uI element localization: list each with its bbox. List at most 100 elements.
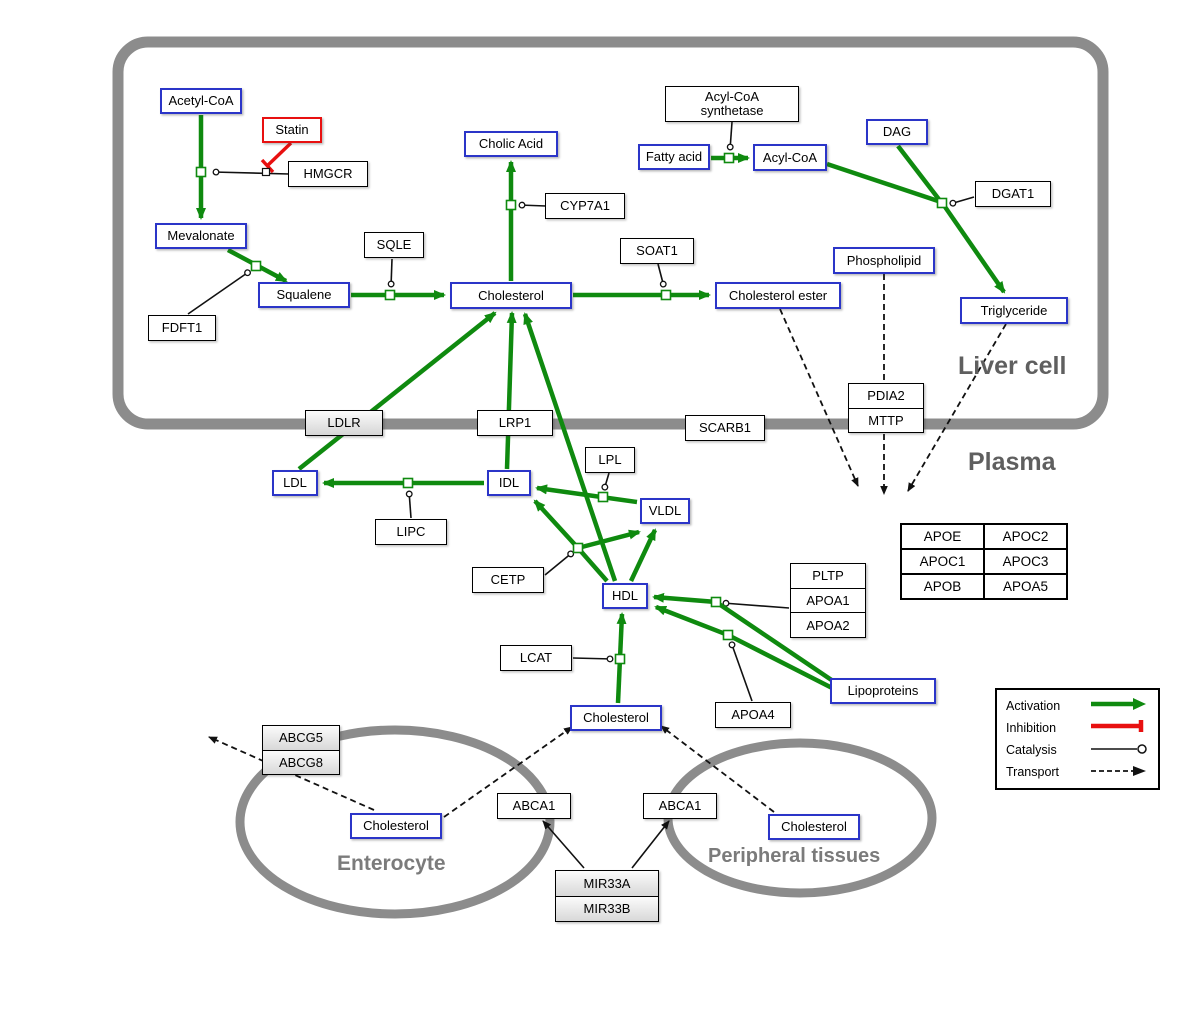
reaction-node [614,653,626,665]
activation-arrow-icon [1087,697,1149,714]
catalysis-lcat [572,655,614,663]
node-pltp-apoa1-apoa2[interactable]: PLTP APOA1 APOA2 [790,563,866,638]
node-lrp1[interactable]: LRP1 [477,410,553,436]
node-cholic-acid[interactable]: Cholic Acid [464,131,558,157]
legend: Activation Inhibition Catalysis Transpor… [995,688,1160,790]
reaction-node [710,596,722,608]
reaction-node [250,260,262,272]
catalysis-lpl [601,472,610,491]
legend-activation-row: Activation [1006,697,1149,714]
node-apoa1[interactable]: APOA1 [791,588,865,614]
node-mevalonate[interactable]: Mevalonate [155,223,247,249]
node-mir33b[interactable]: MIR33B [556,896,658,921]
reaction-node [195,166,207,178]
node-cholesterol-peripheral[interactable]: Cholesterol [768,814,860,840]
node-lipc[interactable]: LIPC [375,519,447,545]
legend-catalysis-row: Catalysis [1006,742,1149,759]
node-hdl[interactable]: HDL [602,583,648,609]
catalysis-hmgcr [212,168,290,176]
edge-acylcoa-to-dgat-junction [826,161,942,205]
node-cyp7a1[interactable]: CYP7A1 [545,193,625,219]
node-fatty-acid[interactable]: Fatty acid [638,144,710,170]
legend-transport-label: Transport [1006,765,1060,780]
node-fdft1[interactable]: FDFT1 [148,315,216,341]
reaction-node [572,542,584,554]
catalysis-circle-icon [1087,742,1149,759]
enterocyte-label: Enterocyte [337,852,446,875]
node-mir33[interactable]: MIR33A MIR33B [555,870,659,922]
catalysis-apoa4 [728,641,753,702]
edge-idl-to-cholesterol [504,311,517,470]
catalysis-acylcoa-synthetase [726,121,734,151]
node-abcg8[interactable]: ABCG8 [263,750,339,774]
node-idl[interactable]: IDL [487,470,531,496]
edge-ldl-to-cholesterol [297,311,497,471]
edge-dag-to-dgat-junction [896,144,943,204]
legend-transport-row: Transport [1006,764,1149,781]
node-ldl[interactable]: LDL [272,470,318,496]
node-cholesterol-plasma[interactable]: Cholesterol [570,705,662,731]
apo-cell-apoe[interactable]: APOE [901,524,984,549]
catalysis-fdft1 [187,269,251,315]
transport-peripheral-cholesterol-to-plasma [660,725,775,813]
node-vldl[interactable]: VLDL [640,498,690,524]
node-lipoproteins[interactable]: Lipoproteins [830,678,936,704]
apo-cell-apoc2[interactable]: APOC2 [984,524,1067,549]
apo-cell-apoc1[interactable]: APOC1 [901,549,984,574]
node-acyl-coa-synthetase[interactable]: Acyl-CoA synthetase [665,86,799,122]
node-cholesterol-liver[interactable]: Cholesterol [450,282,572,309]
transport-enterocyte-cholesterol-to-plasma [443,726,573,818]
edge-hdl-to-cholesterol [522,312,618,582]
node-pdia2-mttp[interactable]: PDIA2 MTTP [848,383,924,433]
node-phospholipid[interactable]: Phospholipid [833,247,935,274]
node-pdia2[interactable]: PDIA2 [849,384,923,409]
edge-hdl-to-vldl [628,528,658,582]
node-abcg5-abcg8[interactable]: ABCG5 ABCG8 [262,725,340,775]
node-hmgcr[interactable]: HMGCR [288,161,368,187]
node-soat1[interactable]: SOAT1 [620,238,694,264]
node-cetp[interactable]: CETP [472,567,544,593]
node-statin[interactable]: Statin [262,117,322,143]
legend-inhibition-label: Inhibition [1006,720,1057,735]
node-scarb1[interactable]: SCARB1 [685,415,765,441]
node-mttp[interactable]: MTTP [849,408,923,432]
node-apoa4[interactable]: APOA4 [715,702,791,728]
inhibition-statin-line [265,141,293,168]
reaction-node [722,629,734,641]
reaction-node [505,199,517,211]
acyl-coa-synthetase-line1: Acyl-CoA [704,89,760,105]
node-mir33a[interactable]: MIR33A [556,871,658,897]
acyl-coa-synthetase-line2: synthetase [700,103,764,118]
legend-activation-label: Activation [1006,698,1061,713]
node-cholesterol-enterocyte[interactable]: Cholesterol [350,813,442,839]
node-acyl-coa[interactable]: Acyl-CoA [753,144,827,171]
node-apoa2[interactable]: APOA2 [791,613,865,638]
node-dgat1[interactable]: DGAT1 [975,181,1051,207]
transport-triglyceride-to-plasma [907,323,1007,492]
node-lpl[interactable]: LPL [585,447,635,473]
node-cholesterol-ester[interactable]: Cholesterol ester [715,282,841,309]
catalysis-cetp [544,550,575,576]
inhibition-statin-tee [260,158,275,174]
catalysis-lipc [405,490,413,519]
node-sqle[interactable]: SQLE [364,232,424,258]
edge-junction-to-triglyceride [941,202,1006,294]
node-dag[interactable]: DAG [866,119,928,145]
inhibition-tee-icon [1087,719,1149,736]
node-abcg5[interactable]: ABCG5 [263,726,339,751]
apo-cell-apob[interactable]: APOB [901,574,984,599]
reaction-node [660,289,672,301]
node-squalene[interactable]: Squalene [258,282,350,308]
node-lcat[interactable]: LCAT [500,645,572,671]
node-triglyceride[interactable]: Triglyceride [960,297,1068,324]
apo-cell-apoa5[interactable]: APOA5 [984,574,1067,599]
apo-cell-apoc3[interactable]: APOC3 [984,549,1067,574]
node-acetyl-coa[interactable]: Acetyl-CoA [160,88,242,114]
node-abca1-right[interactable]: ABCA1 [643,793,717,819]
node-ldlr[interactable]: LDLR [305,410,383,436]
node-abca1-left[interactable]: ABCA1 [497,793,571,819]
liver-cell-membrane [112,36,1109,430]
node-pltp[interactable]: PLTP [791,564,865,589]
